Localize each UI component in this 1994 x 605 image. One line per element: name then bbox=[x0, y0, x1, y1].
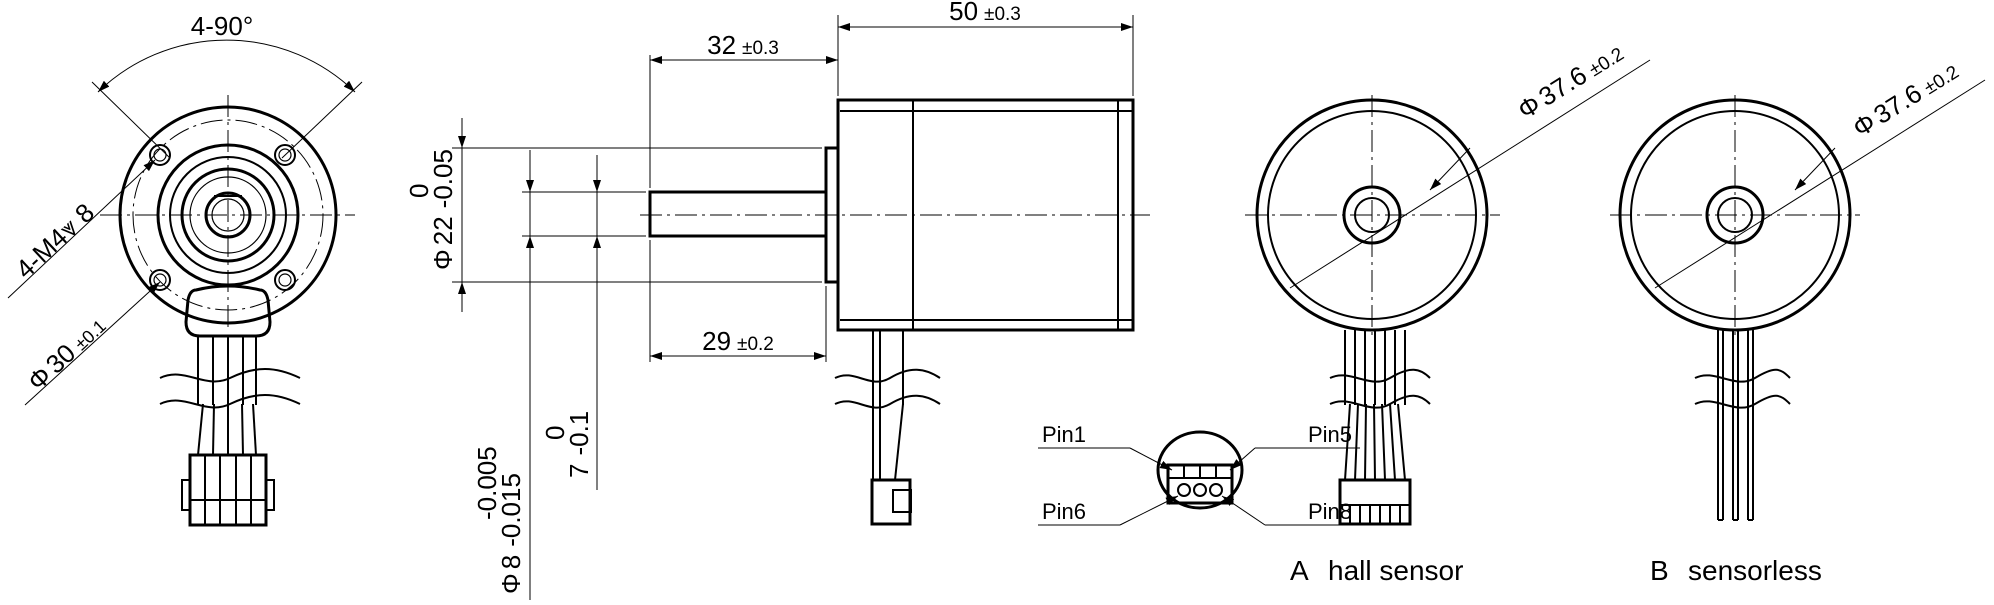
front-view: 4-90° 4-M4⩔ 8 Φ30±0.1 bbox=[7, 11, 363, 527]
rear-b-caption: sensorless bbox=[1688, 555, 1822, 586]
side-cable bbox=[834, 330, 941, 526]
shaft-length-label: 32±0.3 bbox=[707, 30, 779, 60]
side-view: 50±0.3 32±0.3 29±0.2 Φ22-0.05 0 bbox=[404, 0, 1150, 600]
rear-b-letter: B bbox=[1650, 555, 1669, 586]
rear-view-sensorless: Φ37.6±0.2 B sensorless bbox=[1610, 62, 1986, 586]
mounting-holes bbox=[149, 144, 296, 291]
rear-a-caption: hall sensor bbox=[1328, 555, 1463, 586]
pin5-label: Pin5 bbox=[1308, 422, 1352, 447]
shaft-flat-length-label: 29±0.2 bbox=[702, 326, 774, 356]
connector-detail: Pin1 Pin5 Pin6 Pin8 bbox=[1038, 422, 1360, 526]
rear-a-letter: A bbox=[1290, 555, 1309, 586]
overall-length-label: 50±0.3 bbox=[949, 0, 1021, 26]
thread-label: 4-M4⩔ 8 bbox=[10, 197, 100, 284]
pin8-label: Pin8 bbox=[1308, 499, 1352, 524]
shaft-diameter-label: Φ8-0.015 bbox=[496, 473, 526, 594]
pcd-label: Φ30±0.1 bbox=[22, 310, 112, 396]
pilot-diameter-label: Φ22-0.05 bbox=[428, 149, 458, 270]
flat-tol-upper: 0 bbox=[540, 426, 570, 440]
angle-label: 4-90° bbox=[191, 11, 253, 41]
pin1-label: Pin1 bbox=[1042, 422, 1086, 447]
flat-dimension-label: 7-0.1 bbox=[564, 411, 594, 478]
rear-view-hall-sensor: Φ37.6±0.2 A hall sensor bbox=[1245, 37, 1651, 586]
pilot-tol-upper: 0 bbox=[404, 184, 434, 198]
rear-a-diameter-label: Φ37.6±0.2 bbox=[1512, 37, 1628, 125]
shaft-tol-upper: -0.005 bbox=[472, 446, 502, 520]
pin6-label: Pin6 bbox=[1042, 499, 1086, 524]
front-cable bbox=[159, 336, 301, 527]
